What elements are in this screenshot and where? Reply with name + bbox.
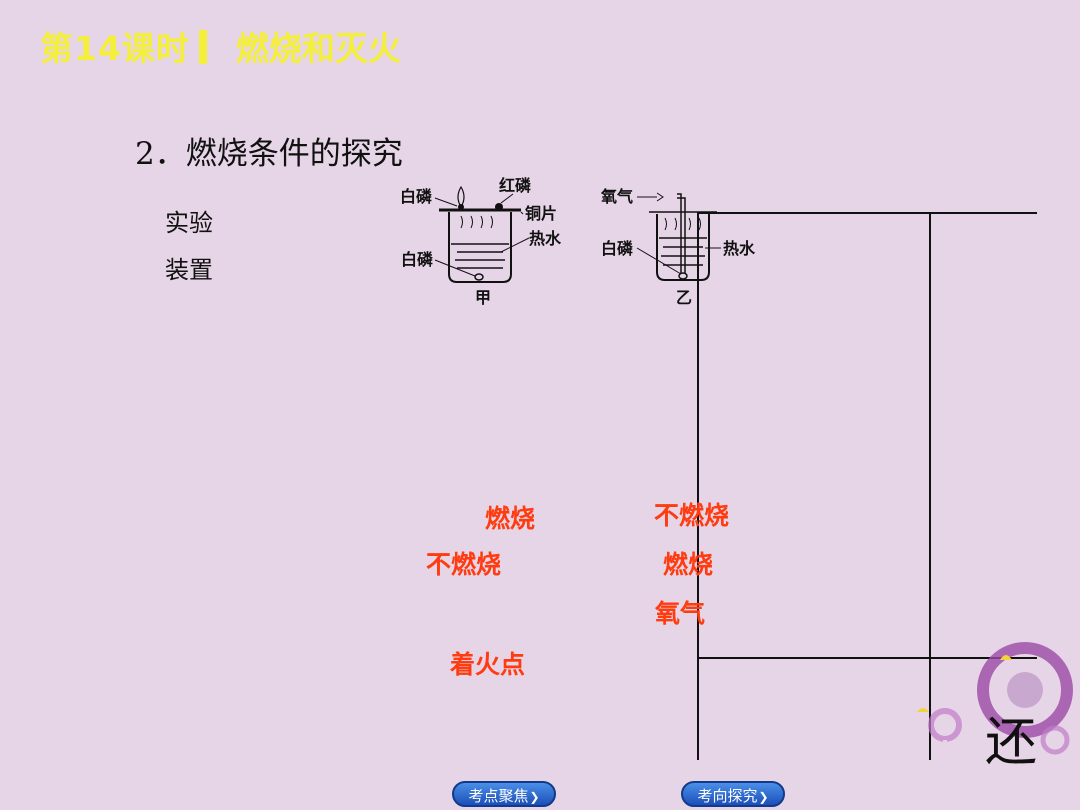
label-copper: 铜片 <box>525 204 557 223</box>
table-top-line <box>698 212 1037 214</box>
answer-ignition-point: 着火点 <box>450 650 526 679</box>
chevron-right-icon: ❯ <box>758 790 769 804</box>
answer-yi-no-burn: 不燃烧 <box>654 501 730 530</box>
caption-jia: 甲 <box>475 288 491 307</box>
table-mid-line <box>929 212 931 760</box>
lesson-label: 第14课时 <box>40 29 190 68</box>
label-hot-water-yi: 热水 <box>723 239 756 258</box>
table-bottom-line <box>698 657 1037 659</box>
label-oxygen-diagram: 氧气 <box>600 187 633 206</box>
label-hot-water-jia: 热水 <box>529 229 562 248</box>
label-red-p: 红磷 <box>499 176 532 195</box>
explore-button[interactable]: 考向探究❯ <box>681 781 785 807</box>
lesson-topic: 燃烧和灭火 <box>236 29 401 68</box>
row-label-line2: 装置 <box>165 256 213 284</box>
focus-button-label: 考点聚焦 <box>468 787 529 805</box>
answer-oxygen: 氧气 <box>655 599 706 628</box>
corner-character: 还 <box>985 713 1038 773</box>
header-separator <box>199 30 207 64</box>
table-left-line <box>697 212 699 760</box>
apparatus-diagram: 白磷 红磷 铜片 热水 白磷 甲 氧气 白磷 热水 <box>400 176 756 307</box>
label-white-p-bottom: 白磷 <box>401 250 434 269</box>
beaker-yi <box>649 193 717 281</box>
chevron-right-icon: ❯ <box>529 790 540 804</box>
answer-jia-burn: 燃烧 <box>485 504 536 533</box>
row-label-line1: 实验 <box>165 209 213 237</box>
beaker-jia <box>439 185 521 283</box>
caption-yi: 乙 <box>676 288 692 307</box>
focus-button[interactable]: 考点聚焦❯ <box>452 781 556 807</box>
section-title: 2．燃烧条件的探究 <box>135 136 403 172</box>
label-white-p-top: 白磷 <box>400 187 433 206</box>
label-white-p-yi: 白磷 <box>601 239 634 258</box>
answer-yi-burn: 燃烧 <box>663 550 714 579</box>
explore-button-label: 考向探究 <box>697 787 758 805</box>
answer-jia-no-burn: 不燃烧 <box>426 550 502 579</box>
decorative-circles <box>917 642 1073 805</box>
